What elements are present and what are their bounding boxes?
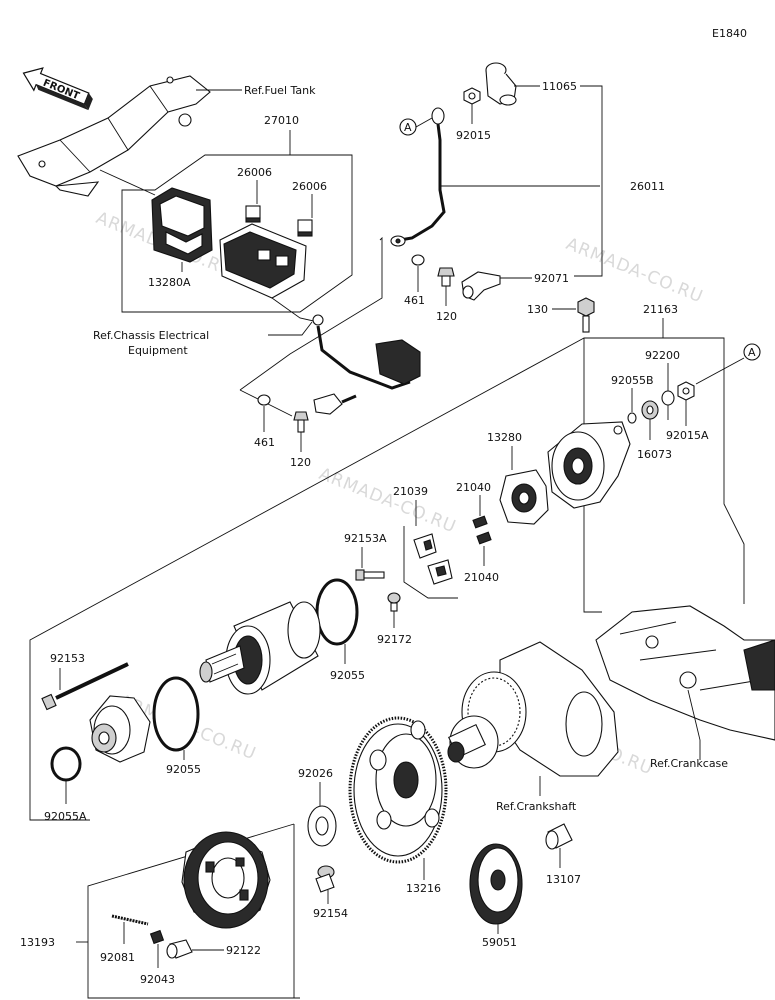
label-120-b: 120	[290, 456, 311, 469]
spring-21040-a	[472, 515, 488, 529]
label-13280: 13280	[487, 431, 522, 444]
bolt-130	[577, 297, 595, 333]
pin-92043	[149, 929, 165, 945]
oring-92055-b	[152, 676, 200, 752]
starter-rear-cover	[547, 421, 631, 509]
label-92153: 92153	[50, 652, 85, 665]
screw-92172	[387, 592, 401, 612]
brush-holder-13280	[499, 469, 549, 525]
label-26006-a: 26006	[237, 166, 272, 179]
ref-chassis-line1: Ref.Chassis Electrical	[93, 329, 209, 342]
label-92153A: 92153A	[344, 532, 387, 545]
label-92172: 92172	[377, 633, 412, 646]
oring-92055A	[50, 746, 82, 782]
fuel-tank-bracket	[17, 75, 211, 197]
ref-crankshaft: Ref.Crankshaft	[496, 800, 577, 813]
label-13107: 13107	[546, 873, 581, 886]
label-461-a: 461	[404, 294, 425, 307]
fuse-26006-b	[297, 219, 313, 237]
roller-92122	[166, 939, 193, 959]
label-11065: 11065	[542, 80, 577, 93]
ground-cable	[312, 314, 421, 415]
bolt-92154	[315, 865, 335, 893]
label-92055-b: 92055	[166, 763, 201, 776]
terminal-cover-92071	[461, 271, 501, 301]
starter-gear-13216	[348, 716, 448, 864]
label-92015A: 92015A	[666, 429, 709, 442]
label-13193: 13193	[20, 936, 55, 949]
label-92055-a: 92055	[330, 669, 365, 682]
label-92055A: 92055A	[44, 810, 87, 823]
front-arrow-icon: FRONT	[22, 67, 93, 111]
label-13280A: 13280A	[148, 276, 191, 289]
callout-a-top-label: A	[404, 121, 412, 134]
label-21039: 21039	[393, 485, 428, 498]
crankshaft	[447, 641, 619, 777]
label-27010: 27010	[264, 114, 299, 127]
spring-21040-b	[476, 531, 492, 545]
bolt-92153A	[355, 569, 385, 581]
label-92154: 92154	[313, 907, 348, 920]
battery-cable-26011	[390, 107, 446, 247]
label-92200: 92200	[645, 349, 680, 362]
label-21040-b: 21040	[464, 571, 499, 584]
crankcase-section	[595, 605, 775, 741]
ref-fuel-tank: Ref.Fuel Tank	[244, 84, 316, 97]
callout-a-right-label: A	[748, 346, 756, 359]
callout-a-right	[743, 343, 761, 361]
sleeve-13107	[545, 823, 573, 850]
label-92015: 92015	[456, 129, 491, 142]
label-92043: 92043	[140, 973, 175, 986]
bolt-92153	[41, 662, 129, 711]
one-way-clutch	[181, 831, 271, 929]
label-461-b: 461	[254, 436, 275, 449]
spring-92081	[111, 914, 149, 926]
gear-59051	[469, 843, 523, 925]
ref-chassis-line2: Equipment	[128, 344, 188, 357]
bolt-120-b	[293, 411, 309, 433]
watermark-3: ARMADA-CO.RU	[316, 464, 459, 537]
label-92081: 92081	[100, 951, 135, 964]
starter-front-cover	[89, 695, 151, 763]
label-130: 130	[527, 303, 548, 316]
label-92026: 92026	[298, 767, 333, 780]
label-21040-a: 21040	[456, 481, 491, 494]
label-92071: 92071	[534, 272, 569, 285]
washer-461-b	[257, 394, 271, 406]
label-92122: 92122	[226, 944, 261, 957]
washer-461-a	[411, 254, 425, 266]
bolt-120-a	[437, 267, 455, 287]
terminal-cap-11065	[485, 62, 517, 106]
watermark-2: ARMADA-CO.RU	[563, 234, 706, 307]
diagram-code: E1840	[712, 27, 747, 40]
relay-cover-13280A	[151, 187, 213, 263]
label-13216: 13216	[406, 882, 441, 895]
fuse-26006-a	[245, 205, 261, 223]
label-59051: 59051	[482, 936, 517, 949]
oring-92055B	[627, 412, 637, 424]
nut-92015	[463, 87, 481, 105]
washer-92200	[661, 390, 675, 406]
label-21163: 21163	[643, 303, 678, 316]
starter-relay-27010	[219, 223, 319, 323]
label-26011: 26011	[630, 180, 665, 193]
label-26006-b: 26006	[292, 180, 327, 193]
label-120-a: 120	[436, 310, 457, 323]
oring-92055-a	[315, 578, 359, 646]
starter-motor-body	[199, 601, 321, 695]
ref-crankcase: Ref.Crankcase	[650, 757, 728, 770]
label-16073: 16073	[637, 448, 672, 461]
nut-16073	[641, 400, 659, 420]
label-92055B: 92055B	[611, 374, 654, 387]
brush-plate-21039	[413, 533, 453, 585]
nut-92015A	[677, 381, 695, 401]
